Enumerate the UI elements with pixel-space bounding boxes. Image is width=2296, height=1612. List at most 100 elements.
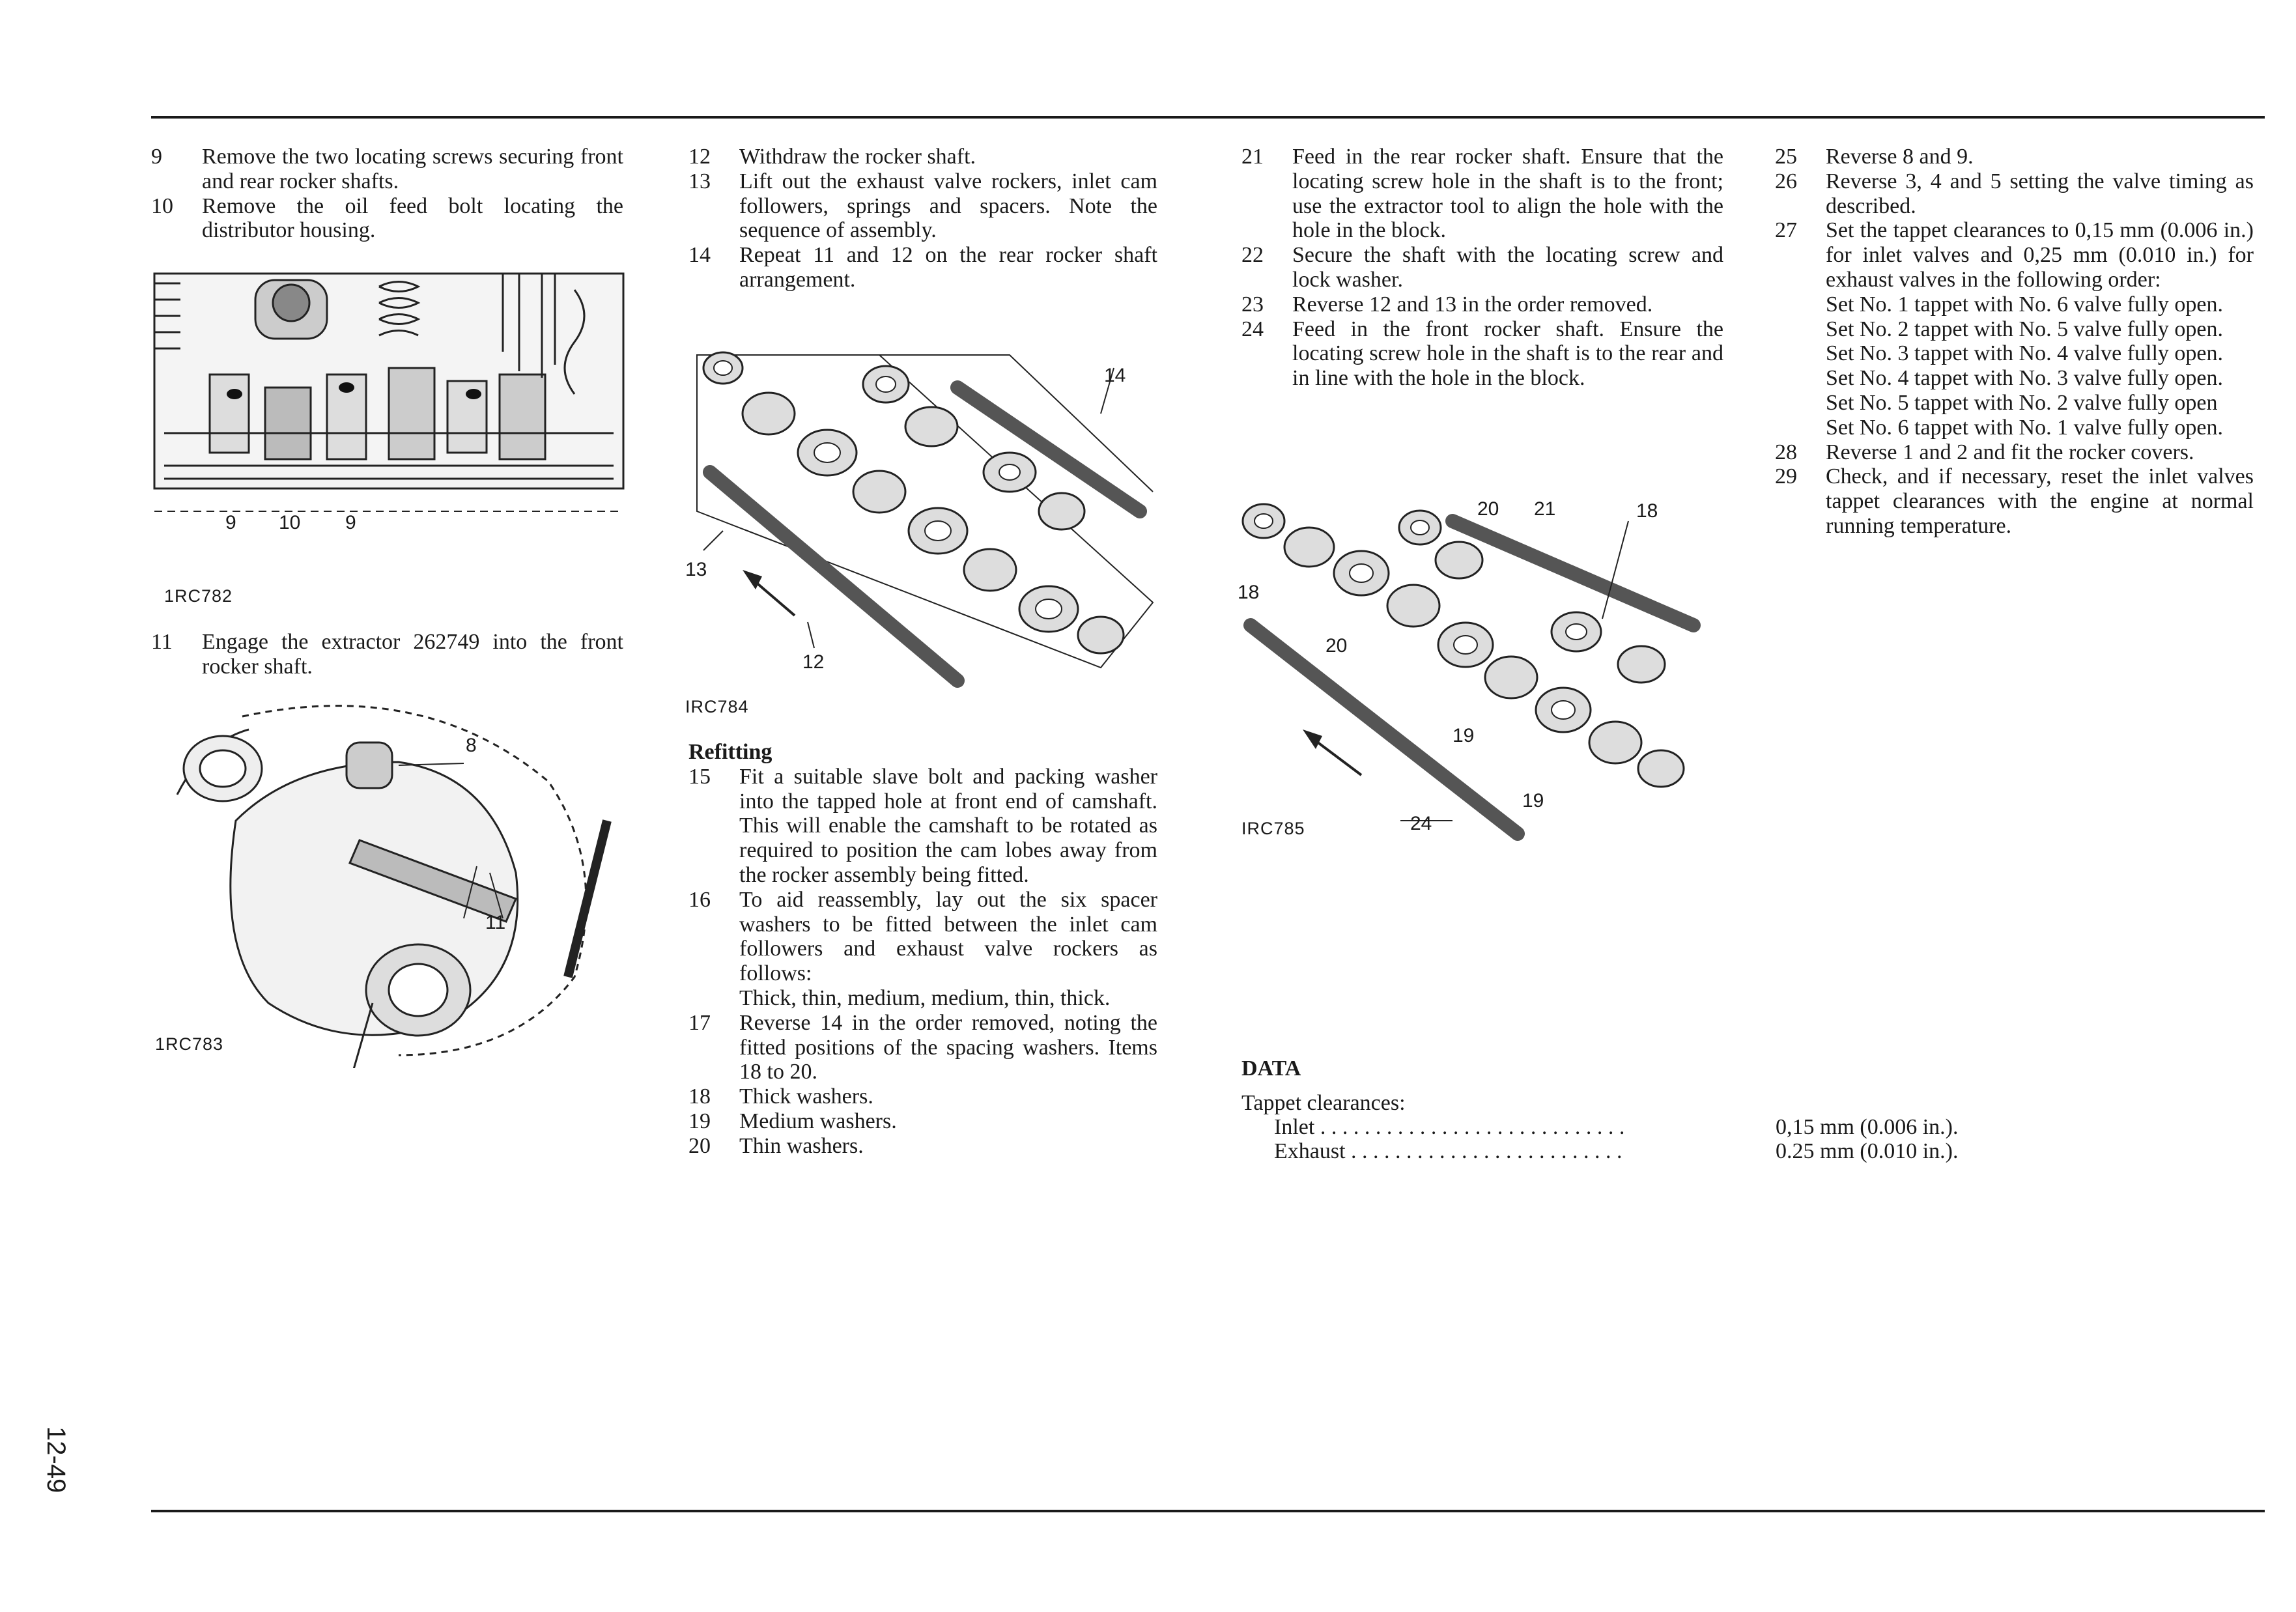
callout-label: 24	[1410, 813, 1432, 834]
tappet-clearances-label: Tappet clearances:	[1241, 1091, 1406, 1115]
step-23: 23 Reverse 12 and 13 in the order remove…	[1241, 292, 1723, 317]
step-text: Engage the extractor 262749 into the fro…	[202, 630, 623, 679]
column-1: 9 Remove the two locating screws securin…	[151, 145, 623, 243]
step-number: 16	[688, 887, 711, 912]
row-name: Exhaust	[1274, 1139, 1346, 1163]
step-24: 24 Feed in the front rocker shaft. Ensur…	[1241, 317, 1723, 391]
callout-label: 8	[466, 735, 477, 756]
row-value: 0.25 mm (0.010 in.).	[1776, 1139, 1959, 1163]
callout-label: 13	[685, 559, 707, 580]
step-26: 26 Reverse 3, 4 and 5 setting the valve …	[1775, 169, 2254, 219]
figure-caption: IRC785	[1241, 819, 1305, 838]
callout-label: 9	[345, 512, 356, 533]
page-number: 12-49	[42, 1426, 70, 1493]
callout-label: 20	[1477, 498, 1499, 520]
step-number: 12	[688, 145, 711, 169]
step-text: Thin washers.	[739, 1133, 864, 1158]
callout-label: 10	[279, 512, 301, 533]
top-rule	[151, 116, 2265, 119]
figure-caption: 1RC783	[155, 1034, 224, 1054]
refitting-heading: Refitting	[688, 740, 772, 764]
step-number: 21	[1241, 145, 1264, 169]
step-13: 13 Lift out the exhaust valve rockers, i…	[688, 169, 1157, 243]
tappet-setting-line: Set No. 1 tappet with No. 6 valve fully …	[1826, 292, 2224, 317]
step-number: 13	[688, 169, 711, 193]
step-number: 19	[688, 1109, 711, 1133]
step-text: Remove the oil feed bolt locating the di…	[202, 193, 623, 243]
data-row-exhaust: Exhaust . . . . . . . . . . . . . . . . …	[1241, 1139, 2023, 1163]
callout-label: 21	[1534, 498, 1556, 520]
callout-label: 19	[1522, 790, 1544, 812]
data-section: DATA Tappet clearances: Inlet . . . . . …	[1241, 1056, 2023, 1163]
step-25: 25 Reverse 8 and 9.	[1775, 145, 2254, 169]
valve-gear-illustration	[153, 270, 625, 558]
step-number: 9	[151, 145, 162, 169]
step-text: Check, and if necessary, reset the inlet…	[1826, 464, 2254, 538]
step-14: 14 Repeat 11 and 12 on the rear rocker s…	[688, 243, 1157, 292]
step-text: Feed in the front rocker shaft. Ensure t…	[1292, 317, 1723, 391]
tappet-setting-line: Set No. 2 tappet with No. 5 valve fully …	[1826, 317, 2224, 341]
step-text: Reverse 12 and 13 in the order removed.	[1292, 292, 1653, 317]
rocker-shafts-refit-illustration	[1241, 503, 1701, 841]
step-number: 20	[688, 1133, 711, 1158]
row-value: 0,15 mm (0.006 in.).	[1776, 1115, 1959, 1139]
step-text: Fit a suitable slave bolt and packing wa…	[739, 764, 1157, 887]
step-text: Set the tappet clearances to 0,15 mm (0.…	[1826, 218, 2254, 292]
tappet-setting-line: Set No. 4 tappet with No. 3 valve fully …	[1826, 366, 2224, 391]
step-number: 29	[1775, 464, 1797, 489]
step-16: 16 To aid reassembly, lay out the six sp…	[688, 888, 1157, 1011]
step-18: 18 Thick washers.	[688, 1084, 1157, 1109]
step-text: Secure the shaft with the locating screw…	[1292, 243, 1723, 292]
column-1-continued: 11 Engage the extractor 262749 into the …	[151, 630, 623, 679]
step-number: 17	[688, 1010, 711, 1035]
figure-caption: IRC784	[685, 697, 749, 716]
step-9: 9 Remove the two locating screws securin…	[151, 145, 623, 194]
step-21: 21 Feed in the rear rocker shaft. Ensure…	[1241, 145, 1723, 243]
step-17: 17 Reverse 14 in the order removed, noti…	[688, 1011, 1157, 1084]
column-2-refitting: Refitting 15 Fit a suitable slave bolt a…	[688, 740, 1157, 1159]
rocker-shaft-assembly-illustration	[696, 351, 1154, 688]
callout-label: 12	[802, 651, 825, 673]
figure-irc785	[1238, 495, 1720, 860]
callout-label: 18	[1238, 582, 1260, 603]
callout-label: 19	[1453, 725, 1475, 746]
step-number: 25	[1775, 145, 1797, 169]
step-10: 10 Remove the oil feed bolt locating the…	[151, 194, 623, 244]
step-text: Medium washers.	[739, 1109, 897, 1133]
step-text: Repeat 11 and 12 on the rear rocker shaf…	[739, 243, 1157, 292]
figure-1rc782: 1RC782	[151, 270, 627, 606]
step-number: 11	[151, 630, 173, 654]
step-text: Remove the two locating screws securing …	[202, 145, 623, 193]
dot-leader: . . . . . . . . . . . . . . . . . . . . …	[1345, 1139, 1623, 1163]
row-name: Inlet	[1274, 1115, 1315, 1139]
figure-1rc783	[151, 703, 633, 1068]
step-text: Reverse 3, 4 and 5 setting the valve tim…	[1826, 169, 2254, 218]
callout-label: 20	[1325, 635, 1348, 657]
tappet-setting-line: Set No. 3 tappet with No. 4 valve fully …	[1826, 341, 2224, 366]
washer-sequence: Thick, thin, medium, medium, thin, thick…	[739, 985, 1111, 1010]
step-20: 20 Thin washers.	[688, 1134, 1157, 1159]
step-text: Feed in the rear rocker shaft. Ensure th…	[1292, 145, 1723, 243]
step-number: 15	[688, 764, 711, 789]
column-3: 21 Feed in the rear rocker shaft. Ensure…	[1241, 145, 1723, 391]
step-number: 22	[1241, 243, 1264, 268]
figure-caption: 1RC782	[164, 586, 233, 606]
tappet-setting-line: Set No. 6 tappet with No. 1 valve fully …	[1826, 415, 2224, 440]
step-text: Withdraw the rocker shaft.	[739, 145, 976, 169]
callout-label: 18	[1636, 500, 1658, 522]
step-number: 23	[1241, 292, 1264, 317]
step-text: Reverse 8 and 9.	[1826, 145, 1974, 169]
step-15: 15 Fit a suitable slave bolt and packing…	[688, 765, 1157, 888]
extractor-illustration	[176, 705, 612, 1068]
column-2: 12 Withdraw the rocker shaft. 13 Lift ou…	[688, 145, 1157, 292]
step-number: 10	[151, 193, 173, 218]
tappet-setting-line: Set No. 5 tappet with No. 2 valve fully …	[1826, 390, 2218, 415]
step-number: 14	[688, 243, 711, 268]
step-text: Lift out the exhaust valve rockers, inle…	[739, 169, 1157, 243]
step-29: 29 Check, and if necessary, reset the in…	[1775, 464, 2254, 538]
step-number: 24	[1241, 317, 1264, 341]
step-number: 28	[1775, 440, 1797, 464]
step-text: To aid reassembly, lay out the six space…	[739, 887, 1157, 986]
step-number: 26	[1775, 169, 1797, 193]
step-28: 28 Reverse 1 and 2 and fit the rocker co…	[1775, 440, 2254, 465]
